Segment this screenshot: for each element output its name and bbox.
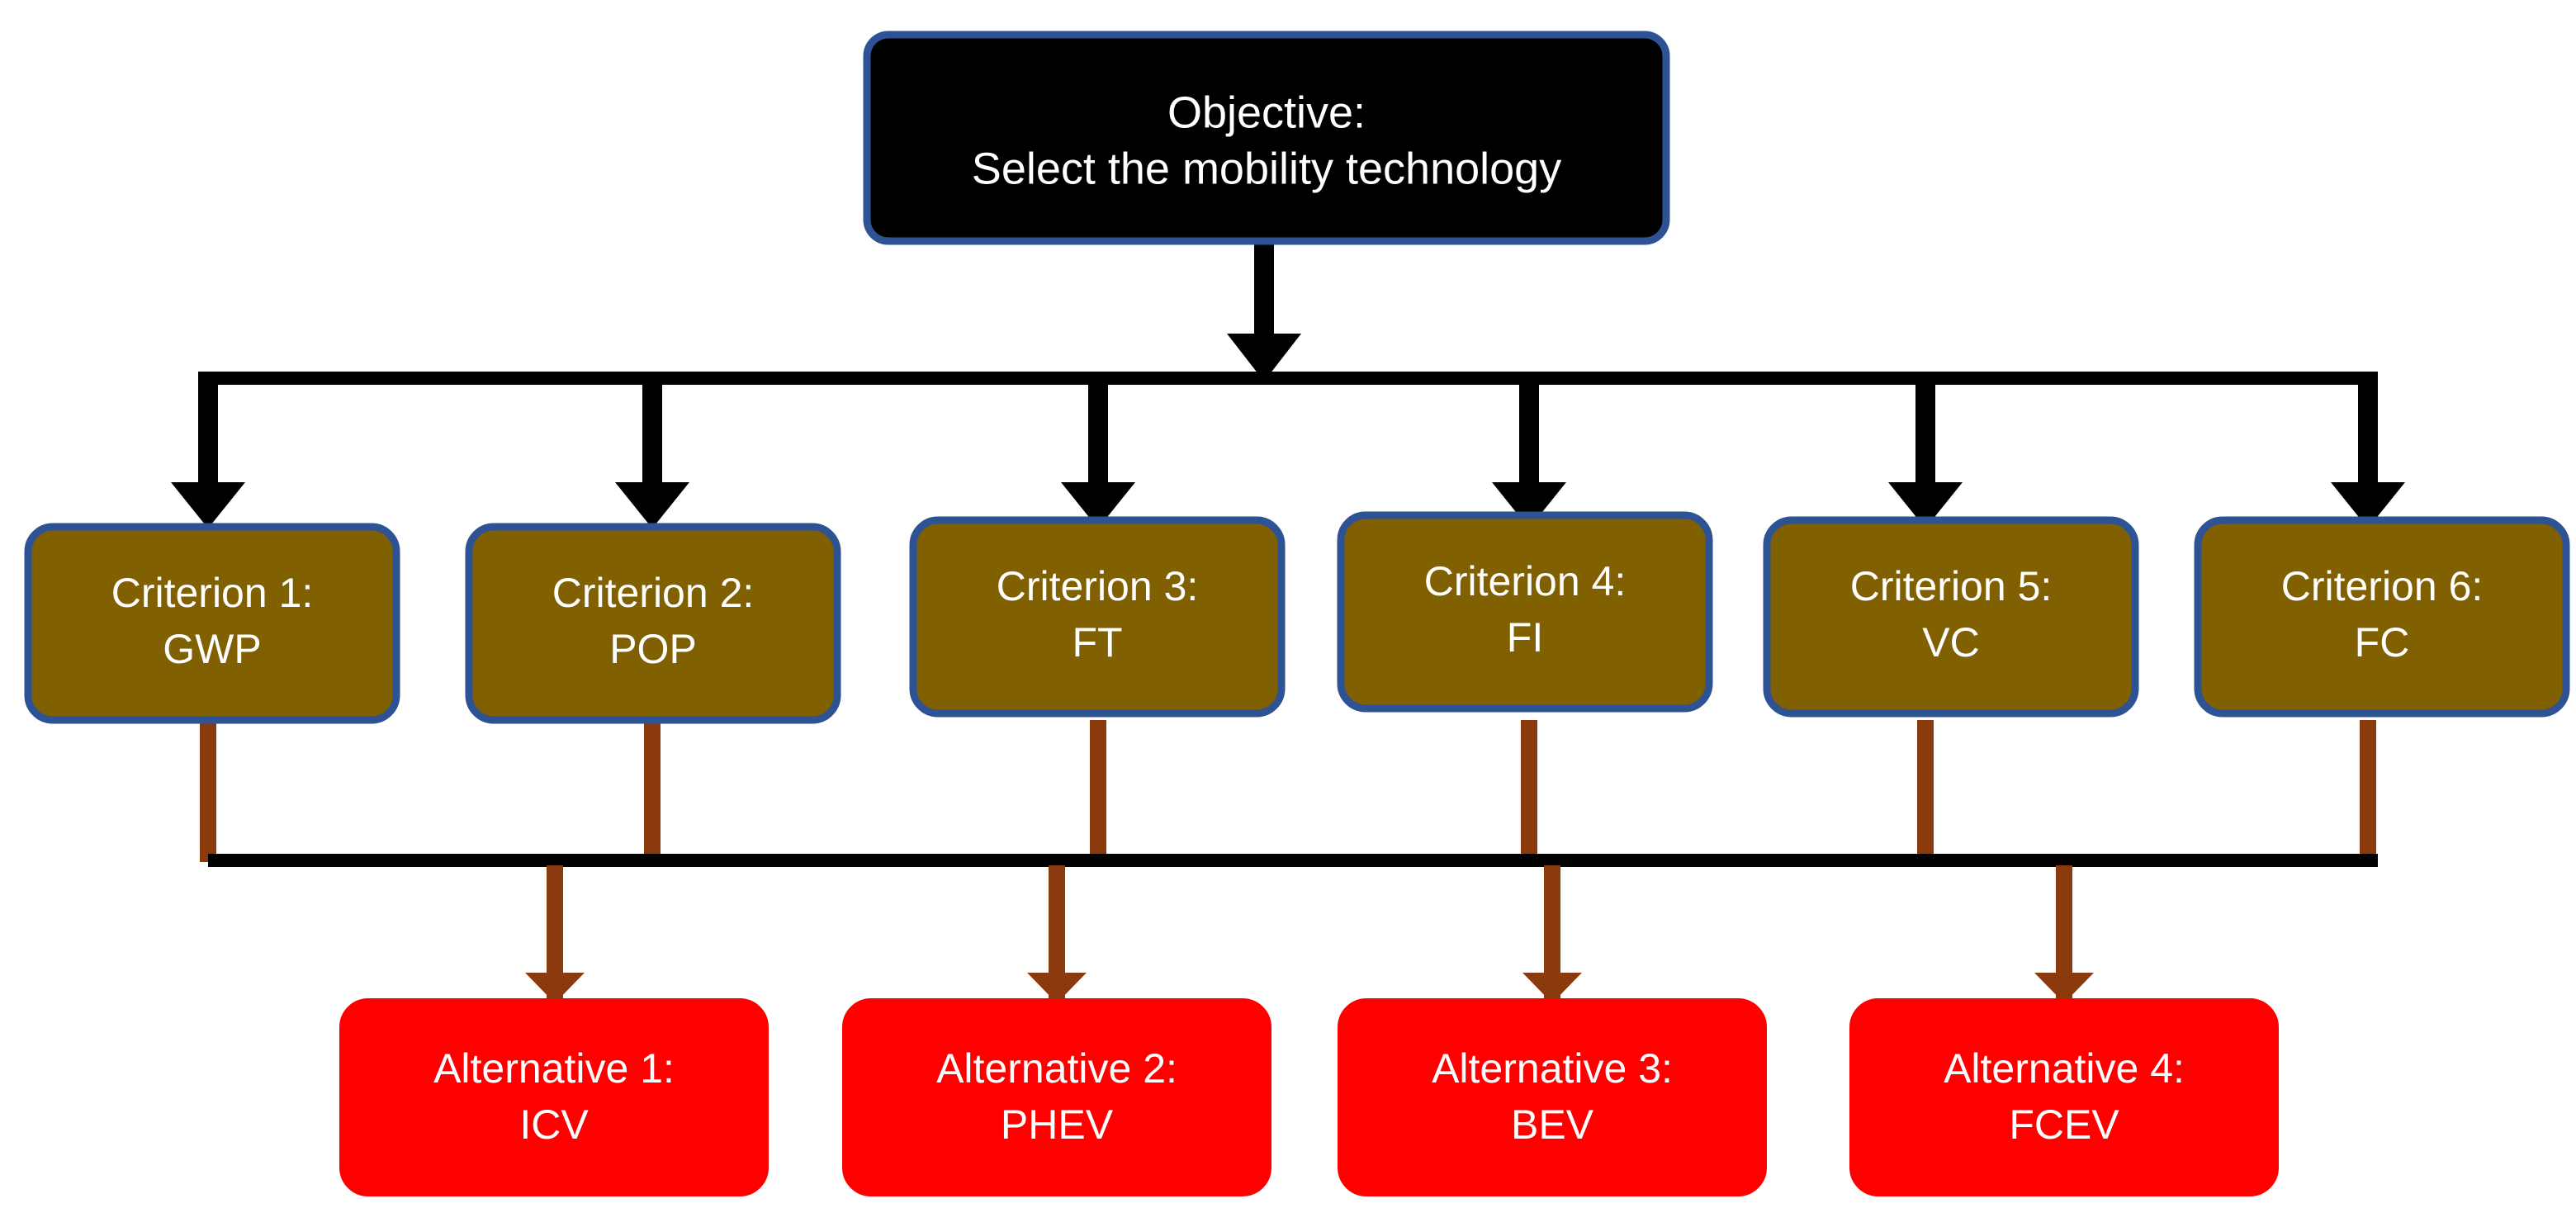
criterion-node-5[interactable]: Criterion 5: VC <box>1763 516 2139 718</box>
alternative-box-3[interactable] <box>1338 998 1767 1196</box>
alternative-label-1-line1: Alternative 1: <box>433 1045 675 1092</box>
alternative-label-2-line2: PHEV <box>1001 1101 1114 1148</box>
criteria-bus-bar <box>208 372 2378 385</box>
objective-stem-arrowhead <box>1227 334 1301 381</box>
criterion-node-3[interactable]: Criterion 3: FT <box>909 516 1286 718</box>
criterion-node-1[interactable]: Criterion 1: GWP <box>24 523 400 724</box>
criterion-leg-2 <box>644 720 661 862</box>
alternative-label-2-line1: Alternative 2: <box>936 1045 1177 1092</box>
criterion-label-2-line1: Criterion 2: <box>552 570 755 616</box>
criteria-arrowhead-6 <box>2331 482 2405 528</box>
objective-label-line1: Objective: <box>1167 88 1366 137</box>
criterion-label-4-line1: Criterion 4: <box>1424 558 1627 604</box>
criteria-arrowhead-5 <box>1888 482 1963 528</box>
criterion-leg-4 <box>1521 720 1537 862</box>
objective-to-criteria-connectors <box>171 244 2405 528</box>
criterion-label-3-line2: FT <box>1072 619 1122 666</box>
alternative-label-3-line2: BEV <box>1511 1101 1594 1148</box>
alternative-box-1[interactable] <box>339 998 769 1196</box>
criterion-leg-3 <box>1090 720 1106 862</box>
alternative-box-2[interactable] <box>842 998 1271 1196</box>
criterion-label-5-line2: VC <box>1922 619 1979 666</box>
alternative-label-4-line2: FCEV <box>2009 1101 2119 1148</box>
criterion-label-6-line1: Criterion 6: <box>2281 563 2484 609</box>
criteria-drop-leg-2 <box>642 372 662 489</box>
alternative-arrowhead-1 <box>525 973 585 1003</box>
objective-box[interactable] <box>863 31 1670 245</box>
criterion-label-5-line1: Criterion 5: <box>1850 563 2053 609</box>
criterion-box-4[interactable] <box>1337 511 1713 713</box>
alternative-arrowhead-3 <box>1522 973 1582 1003</box>
alternative-node-2[interactable]: Alternative 2: PHEV <box>842 998 1271 1196</box>
criterion-label-6-line2: FC <box>2355 619 2410 666</box>
alternative-node-4[interactable]: Alternative 4: FCEV <box>1849 998 2279 1196</box>
criteria-drop-leg-6 <box>2358 372 2378 489</box>
criterion-label-1-line1: Criterion 1: <box>111 570 314 616</box>
criterion-node-6[interactable]: Criterion 6: FC <box>2194 516 2570 718</box>
alternative-node-1[interactable]: Alternative 1: ICV <box>339 998 769 1196</box>
alternative-label-4-line1: Alternative 4: <box>1944 1045 2185 1092</box>
alternative-node-3[interactable]: Alternative 3: BEV <box>1338 998 1767 1196</box>
criteria-drop-leg-3 <box>1088 372 1108 489</box>
objective-label-line2: Select the mobility technology <box>972 144 1561 193</box>
criterion-node-4[interactable]: Criterion 4: FI <box>1337 511 1713 713</box>
criteria-drop-leg-1 <box>198 372 218 489</box>
criterion-box-1[interactable] <box>24 523 400 724</box>
objective-stem <box>1254 244 1274 340</box>
alternative-arrowhead-4 <box>2034 973 2094 1003</box>
criteria-drop-leg-4 <box>1519 372 1539 489</box>
criterion-box-3[interactable] <box>909 516 1286 718</box>
alternatives-bus-bar <box>208 854 2378 867</box>
criterion-label-4-line2: FI <box>1507 614 1543 661</box>
criterion-label-3-line1: Criterion 3: <box>997 563 1199 609</box>
criteria-row: Criterion 1: GWP Criterion 2: POP Criter… <box>24 511 2570 724</box>
criteria-drop-legs <box>171 372 2405 528</box>
alternative-label-1-line2: ICV <box>519 1101 589 1148</box>
criteria-drop-leg-5 <box>1915 372 1935 489</box>
criteria-to-alternatives-connectors <box>200 720 2378 1113</box>
criteria-arrowhead-3 <box>1061 482 1135 528</box>
criterion-box-6[interactable] <box>2194 516 2570 718</box>
criterion-leg-1 <box>200 720 216 862</box>
criteria-arrowhead-4 <box>1492 482 1566 528</box>
alternative-box-4[interactable] <box>1849 998 2279 1196</box>
criterion-leg-5 <box>1917 720 1934 862</box>
alternative-label-3-line1: Alternative 3: <box>1432 1045 1673 1092</box>
alternative-arrowhead-2 <box>1027 973 1087 1003</box>
criterion-label-2-line2: POP <box>609 626 697 672</box>
alternatives-row: Alternative 1: ICV Alternative 2: PHEV A… <box>339 998 2279 1196</box>
criterion-node-2[interactable]: Criterion 2: POP <box>465 523 841 724</box>
criterion-box-2[interactable] <box>465 523 841 724</box>
criterion-box-5[interactable] <box>1763 516 2139 718</box>
criterion-label-1-line2: GWP <box>163 626 261 672</box>
objective-node[interactable]: Objective: Select the mobility technolog… <box>863 31 1670 245</box>
criterion-leg-6 <box>2360 720 2376 862</box>
criteria-arrowhead-1 <box>171 482 245 528</box>
criteria-arrowhead-2 <box>615 482 689 528</box>
